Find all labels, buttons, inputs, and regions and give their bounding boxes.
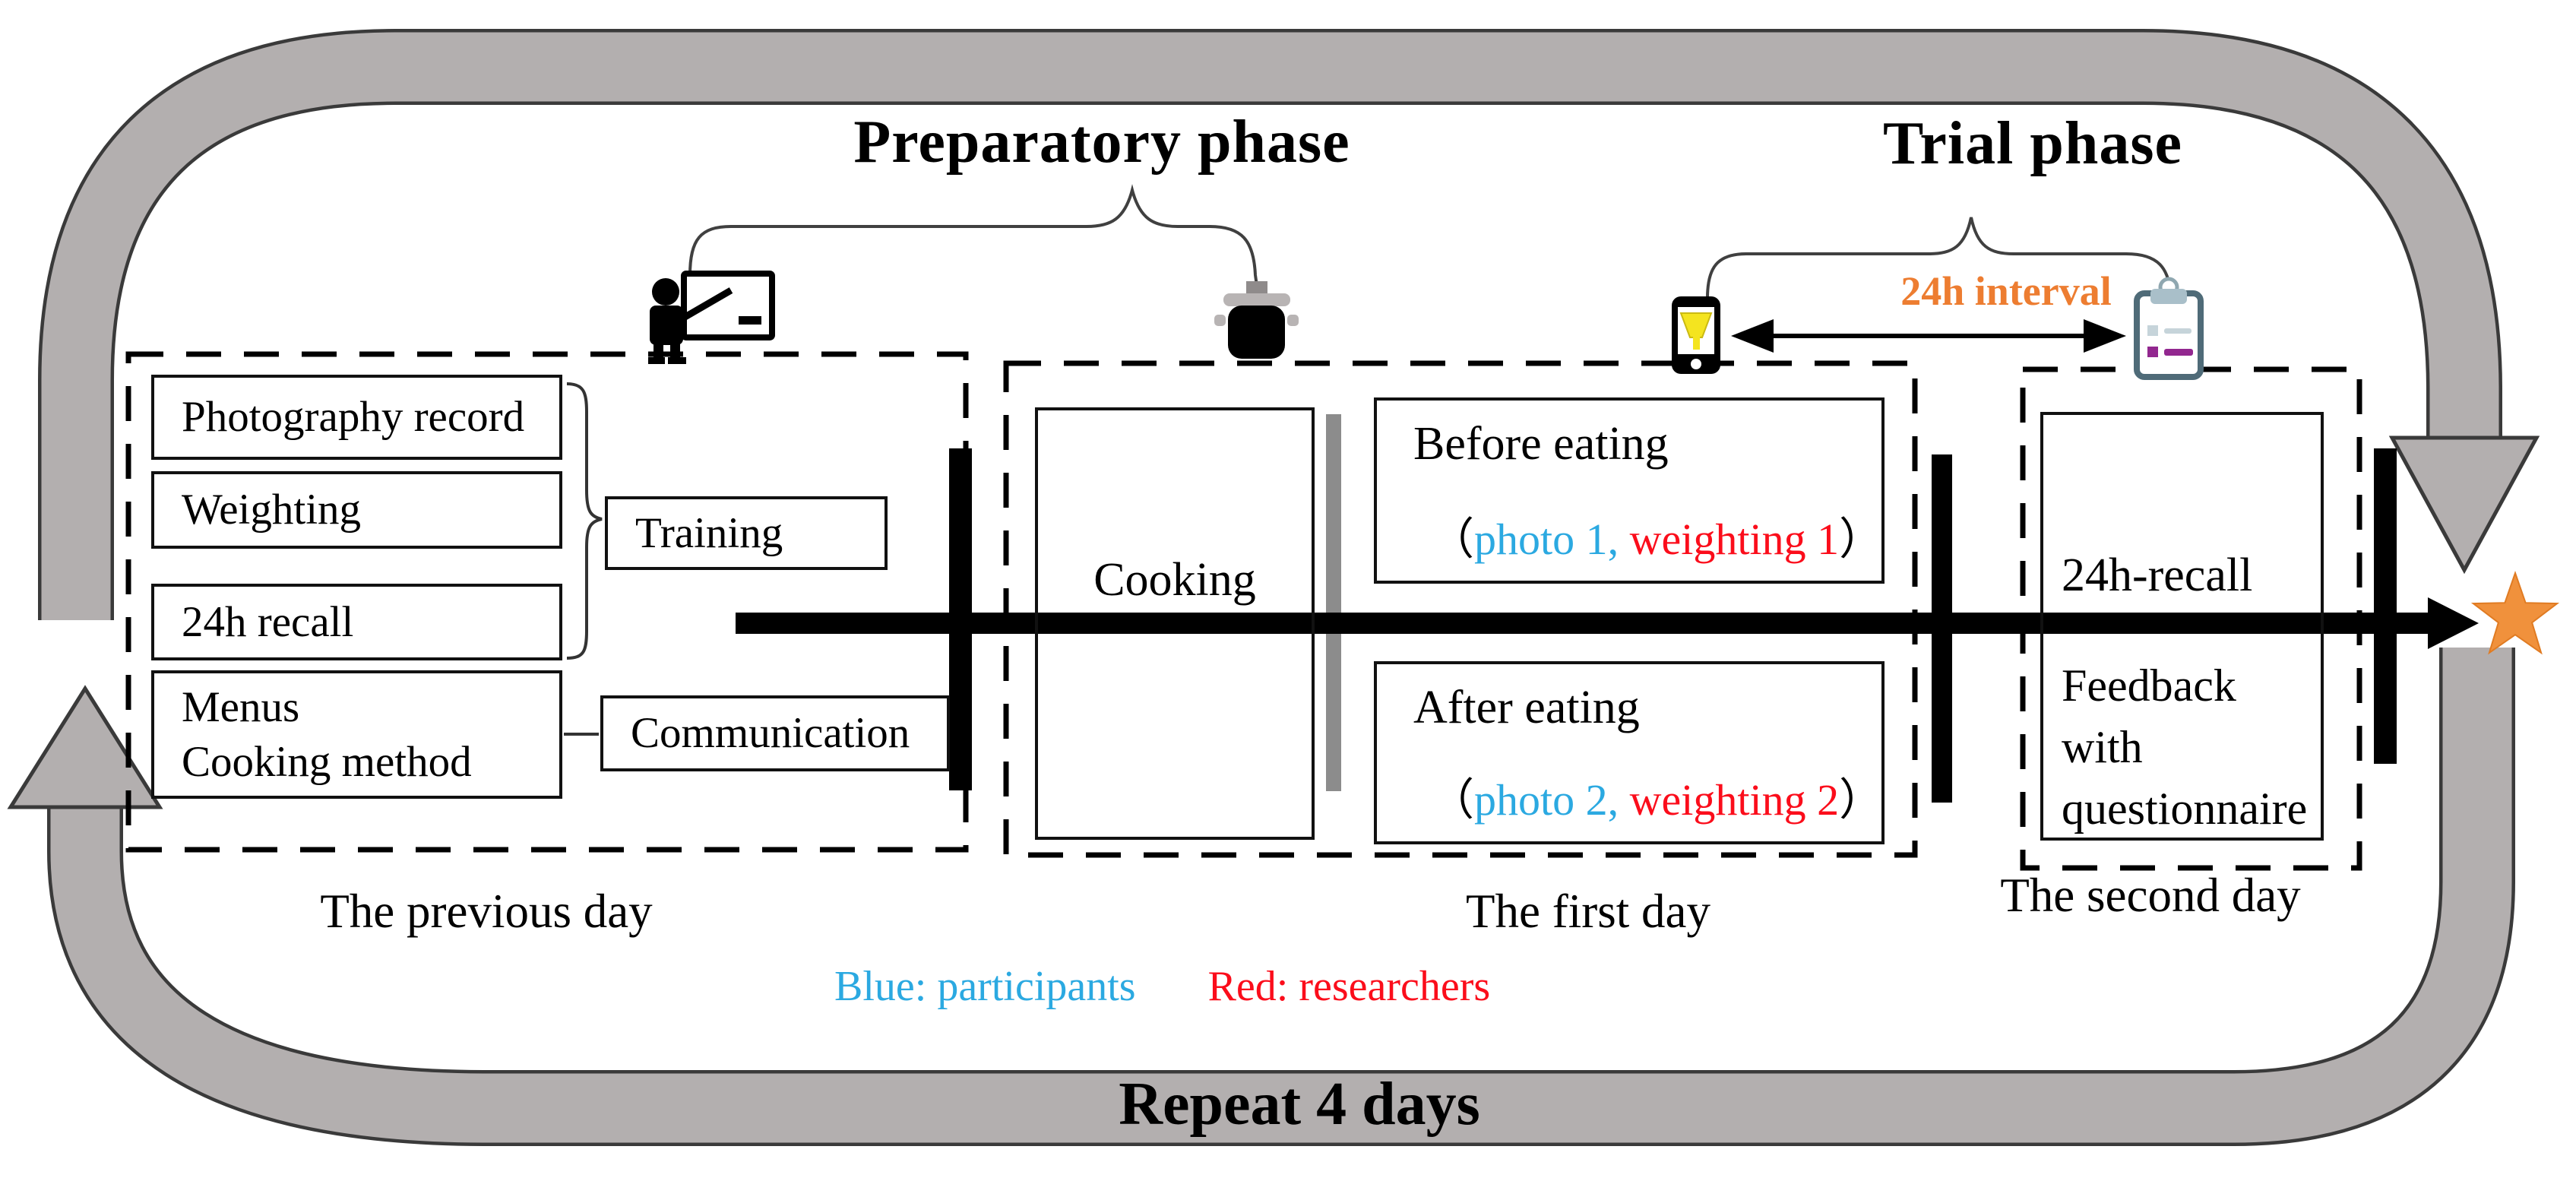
menus-label: Menus Cooking method (182, 683, 472, 786)
weighting2-label: weighting 2 (1629, 775, 1840, 825)
cooking-separator-bar (1326, 414, 1341, 791)
photo1-label: photo 1, (1474, 515, 1619, 564)
photography-record-label: Photography record (182, 393, 525, 442)
cooking-label: Cooking (1093, 554, 1256, 606)
communication-label: Communication (631, 709, 910, 758)
cooking-pot-icon (1214, 281, 1299, 359)
photo2-label: photo 2, (1474, 775, 1619, 825)
training-presenter-icon (648, 271, 775, 364)
close-paren: ） (1839, 515, 1884, 564)
recall-box: 24h recall (151, 584, 562, 660)
repeat-loop-arrow (7, 29, 2540, 1146)
timeline-tick-3 (2374, 448, 2397, 764)
interval-label: 24h interval (1900, 268, 2112, 314)
trial-brace (1706, 217, 2173, 299)
training-label: Training (635, 508, 783, 557)
color-legend: Blue: participants Red: researchers (834, 962, 1490, 1011)
preparatory-brace (688, 184, 1258, 287)
photography-record-box: Photography record (151, 375, 562, 460)
preparatory-phase-title: Preparatory phase (853, 109, 1350, 176)
cooking-box: Cooking (1035, 407, 1315, 840)
training-box: Training (605, 496, 888, 570)
second-day-label: The second day (2000, 869, 2301, 922)
camera-phone-icon (1672, 296, 1720, 374)
after-eating-box: After eating （photo 2, weighting 2） (1374, 661, 1885, 844)
feedback-label: Feedback with questionnaire (2062, 660, 2308, 834)
weighting-label: Weighting (182, 486, 362, 534)
weighting-box: Weighting (151, 471, 562, 549)
legend-researchers: Red: researchers (1207, 963, 1491, 1010)
first-day-label: The first day (1466, 885, 1710, 938)
open-paren: （ (1430, 515, 1475, 564)
questionnaire-clipboard-icon (2134, 277, 2204, 380)
legend-participants: Blue: participants (834, 963, 1136, 1010)
repeat-label: Repeat 4 days (1119, 1071, 1480, 1138)
before-eating-detail: （photo 1, weighting 1） (1377, 503, 1884, 567)
after-eating-title: After eating (1413, 682, 1640, 733)
recall-label: 24h recall (182, 597, 354, 646)
open-paren: （ (1430, 775, 1475, 825)
second-day-box (2040, 412, 2324, 841)
before-eating-box: Before eating （photo 1, weighting 1） (1374, 397, 1885, 584)
previous-day-dashed-box (125, 351, 969, 853)
weighting1-label: weighting 1 (1629, 515, 1840, 564)
interval-double-arrow (1731, 319, 2126, 353)
first-day-dashed-box (1003, 360, 1918, 858)
close-paren: ） (1839, 775, 1884, 825)
loop-down-arrowhead (2388, 435, 2540, 575)
trial-phase-title: Trial phase (1882, 110, 2182, 177)
training-group-brace (566, 382, 603, 660)
recall2-label: 24h-recall (2062, 549, 2253, 601)
menus-box: Menus Cooking method (151, 670, 562, 799)
after-eating-detail: （photo 2, weighting 2） (1377, 764, 1884, 828)
before-eating-title: Before eating (1413, 418, 1669, 470)
communication-box: Communication (600, 695, 950, 771)
timeline-arrow (736, 597, 2479, 649)
previous-day-label: The previous day (320, 885, 653, 938)
end-star-icon (2470, 570, 2560, 655)
loop-up-arrowhead (7, 685, 163, 809)
